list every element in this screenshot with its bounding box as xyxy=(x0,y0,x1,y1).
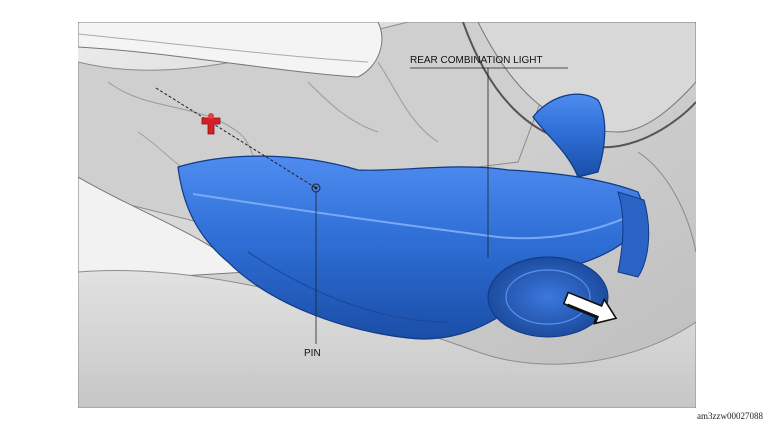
illustration-frame: REAR COMBINATION LIGHT PIN xyxy=(78,22,696,408)
arrow-right-down-icon xyxy=(562,291,618,325)
lamp-lens xyxy=(487,256,609,338)
figure-id: am3zzw00027088 xyxy=(697,411,763,421)
clip-icon xyxy=(201,113,221,135)
rear-combination-light xyxy=(177,93,650,340)
bumper-surface xyxy=(78,269,696,408)
label-pin: PIN xyxy=(304,348,321,359)
lamp-upper-tab xyxy=(532,93,606,178)
rear-lamp-removal-illustration: REAR COMBINATION LIGHT PIN xyxy=(78,22,696,408)
label-rear-combination-light: REAR COMBINATION LIGHT xyxy=(410,55,543,66)
pin-direction-line xyxy=(155,87,317,189)
